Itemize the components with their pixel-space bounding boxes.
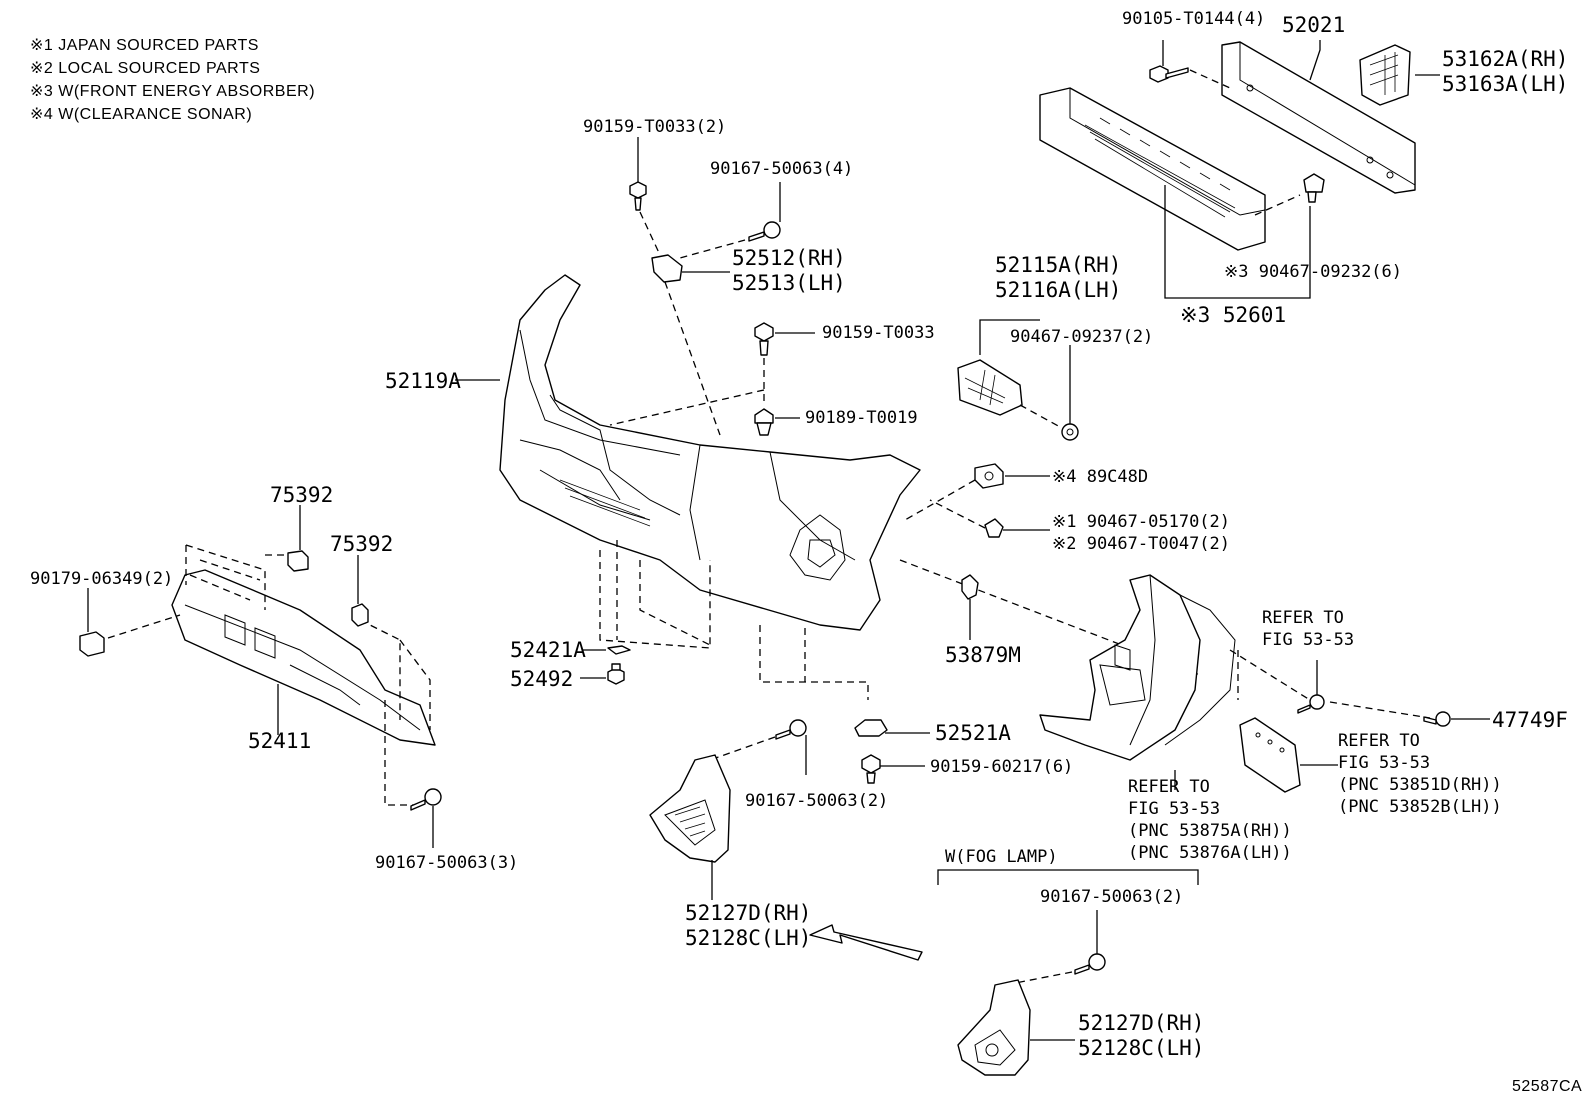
label-refer-3a: REFER TO [1128,777,1210,797]
label-52601: ※3 52601 [1180,303,1286,327]
screw-47749f-icon [1423,711,1451,727]
screw-90167-50063-2-icon [775,719,807,740]
reference-arrow-icon [809,924,923,961]
fender-liner-group [1039,574,1490,793]
label-90159-t0033-2: 90159-T0033(2) [583,117,726,137]
energy-absorber-52601 [1039,87,1266,251]
label-90167-50063-2: 90167-50063(2) [745,791,888,811]
label-75392-a: 75392 [270,483,333,507]
lower-center-group [580,540,930,784]
label-refer-3c: (PNC 53875A(RH)) [1128,821,1292,841]
bumper-cover-52119a [499,274,921,631]
screw-fender-icon [1297,694,1325,714]
note-3: ※3 W(FRONT ENERGY ABSORBER) [30,83,315,100]
label-refer-1b: FIG 53-53 [1262,630,1354,650]
clip-90467-09232-icon [1303,173,1325,203]
label-52513: 52513(LH) [732,271,846,295]
label-52128c-b: 52128C(LH) [1078,1036,1204,1060]
fog-lamp-variant-group [937,869,1199,1076]
clip-75392-a-icon [287,505,309,572]
bumper-cover-group [455,274,921,631]
upper-fasteners-group [609,137,815,436]
label-90167-50063-fog: 90167-50063(2) [1040,887,1183,907]
bolt-52492-icon [607,663,625,685]
notes-legend: ※1 JAPAN SOURCED PARTS ※2 LOCAL SOURCED … [30,37,315,123]
bracket-52512 [651,254,683,283]
screw-90167-50063-icon [748,221,781,242]
label-refer-2c: (PNC 53851D(RH)) [1338,775,1502,795]
label-52021: 52021 [1282,13,1345,37]
clip-90159-t0033-icon [629,181,647,211]
screw-90159-60217-icon [861,754,881,784]
label-refer-3d: (PNC 53876A(LH)) [1128,843,1292,863]
screw-90167-50063-fog-icon [1074,953,1106,975]
note-4: ※4 W(CLEARANCE SONAR) [30,106,252,123]
side-retainer-group [957,319,1079,441]
label-refer-1a: REFER TO [1262,608,1344,628]
label-90467-05170: ※1 90467-05170(2) [1052,512,1230,532]
screw-90467-09237-icon [1061,423,1079,441]
label-fog-lamp: W(FOG LAMP) [945,847,1058,867]
label-52128c-a: 52128C(LH) [685,926,811,950]
label-90105: 90105-T0144(4) [1122,9,1265,29]
bumper-reinforcement-group [1039,40,1440,299]
label-52127d-a: 52127D(RH) [685,901,811,925]
corner-bezel-52127d [649,754,731,863]
retainer-52521a-icon [854,719,888,737]
nut-90179-icon [79,588,105,657]
label-52421a: 52421A [510,638,586,662]
corner-bezel-group [649,719,807,900]
bracket-52421a-icon [607,645,631,655]
label-refer-2d: (PNC 53852B(LH)) [1338,797,1502,817]
label-90467-09237: 90467-09237(2) [1010,327,1153,347]
corner-bezel-fog-52127d [957,979,1031,1076]
note-1: ※1 JAPAN SOURCED PARTS [30,37,259,54]
label-refer-2b: FIG 53-53 [1338,753,1430,773]
label-52115: 52115A(RH) [995,253,1121,277]
clip-90159-t0033-b-icon [754,322,774,356]
label-90179-06349: 90179-06349(2) [30,569,173,589]
bolt-90105-icon [1149,65,1189,83]
label-52411: 52411 [248,729,311,753]
label-52492: 52492 [510,667,573,691]
label-refer-2a: REFER TO [1338,731,1420,751]
lower-grille-52411 [171,569,436,746]
lower-grille-group [107,544,436,806]
label-89c48d: ※4 89C48D [1052,467,1148,487]
label-90167-50063-3: 90167-50063(3) [375,853,518,873]
label-refer-3b: FIG 53-53 [1128,799,1220,819]
label-53162: 53162A(RH) [1442,47,1568,71]
label-90467-t0047: ※2 90467-T0047(2) [1052,534,1230,554]
clip-90189-t0019-icon [754,408,774,436]
clip-75392-b-icon [351,555,369,627]
label-52521a: 52521A [935,721,1011,745]
label-47749f: 47749F [1492,708,1568,732]
label-90189-t0019: 90189-T0019 [805,408,918,428]
label-52512: 52512(RH) [732,246,846,270]
label-52127d-b: 52127D(RH) [1078,1011,1204,1035]
clearance-sonar-icon [974,463,1004,489]
clip-53879m-group [961,574,979,640]
label-75392-b: 75392 [330,532,393,556]
mudflap-53851d [1239,717,1301,793]
label-53879m: 53879M [945,643,1021,667]
label-52119a: 52119A [385,369,461,393]
label-52116: 52116A(LH) [995,278,1121,302]
clip-53879m-icon [961,574,979,600]
side-retainer-52115 [957,359,1023,416]
label-90467-09232: ※3 90467-09232(6) [1224,262,1402,282]
label-90159-60217: 90159-60217(6) [930,757,1073,777]
figure-code: 52587CA [1512,1078,1582,1095]
label-53163: 53163A(LH) [1442,72,1568,96]
label-90159-t0033: 90159-T0033 [822,323,935,343]
screw-90167-50063-3-icon [410,788,442,848]
clip-90467-05170-icon [984,518,1004,538]
note-2: ※2 LOCAL SOURCED PARTS [30,60,260,77]
label-90167-50063-4: 90167-50063(4) [710,159,853,179]
